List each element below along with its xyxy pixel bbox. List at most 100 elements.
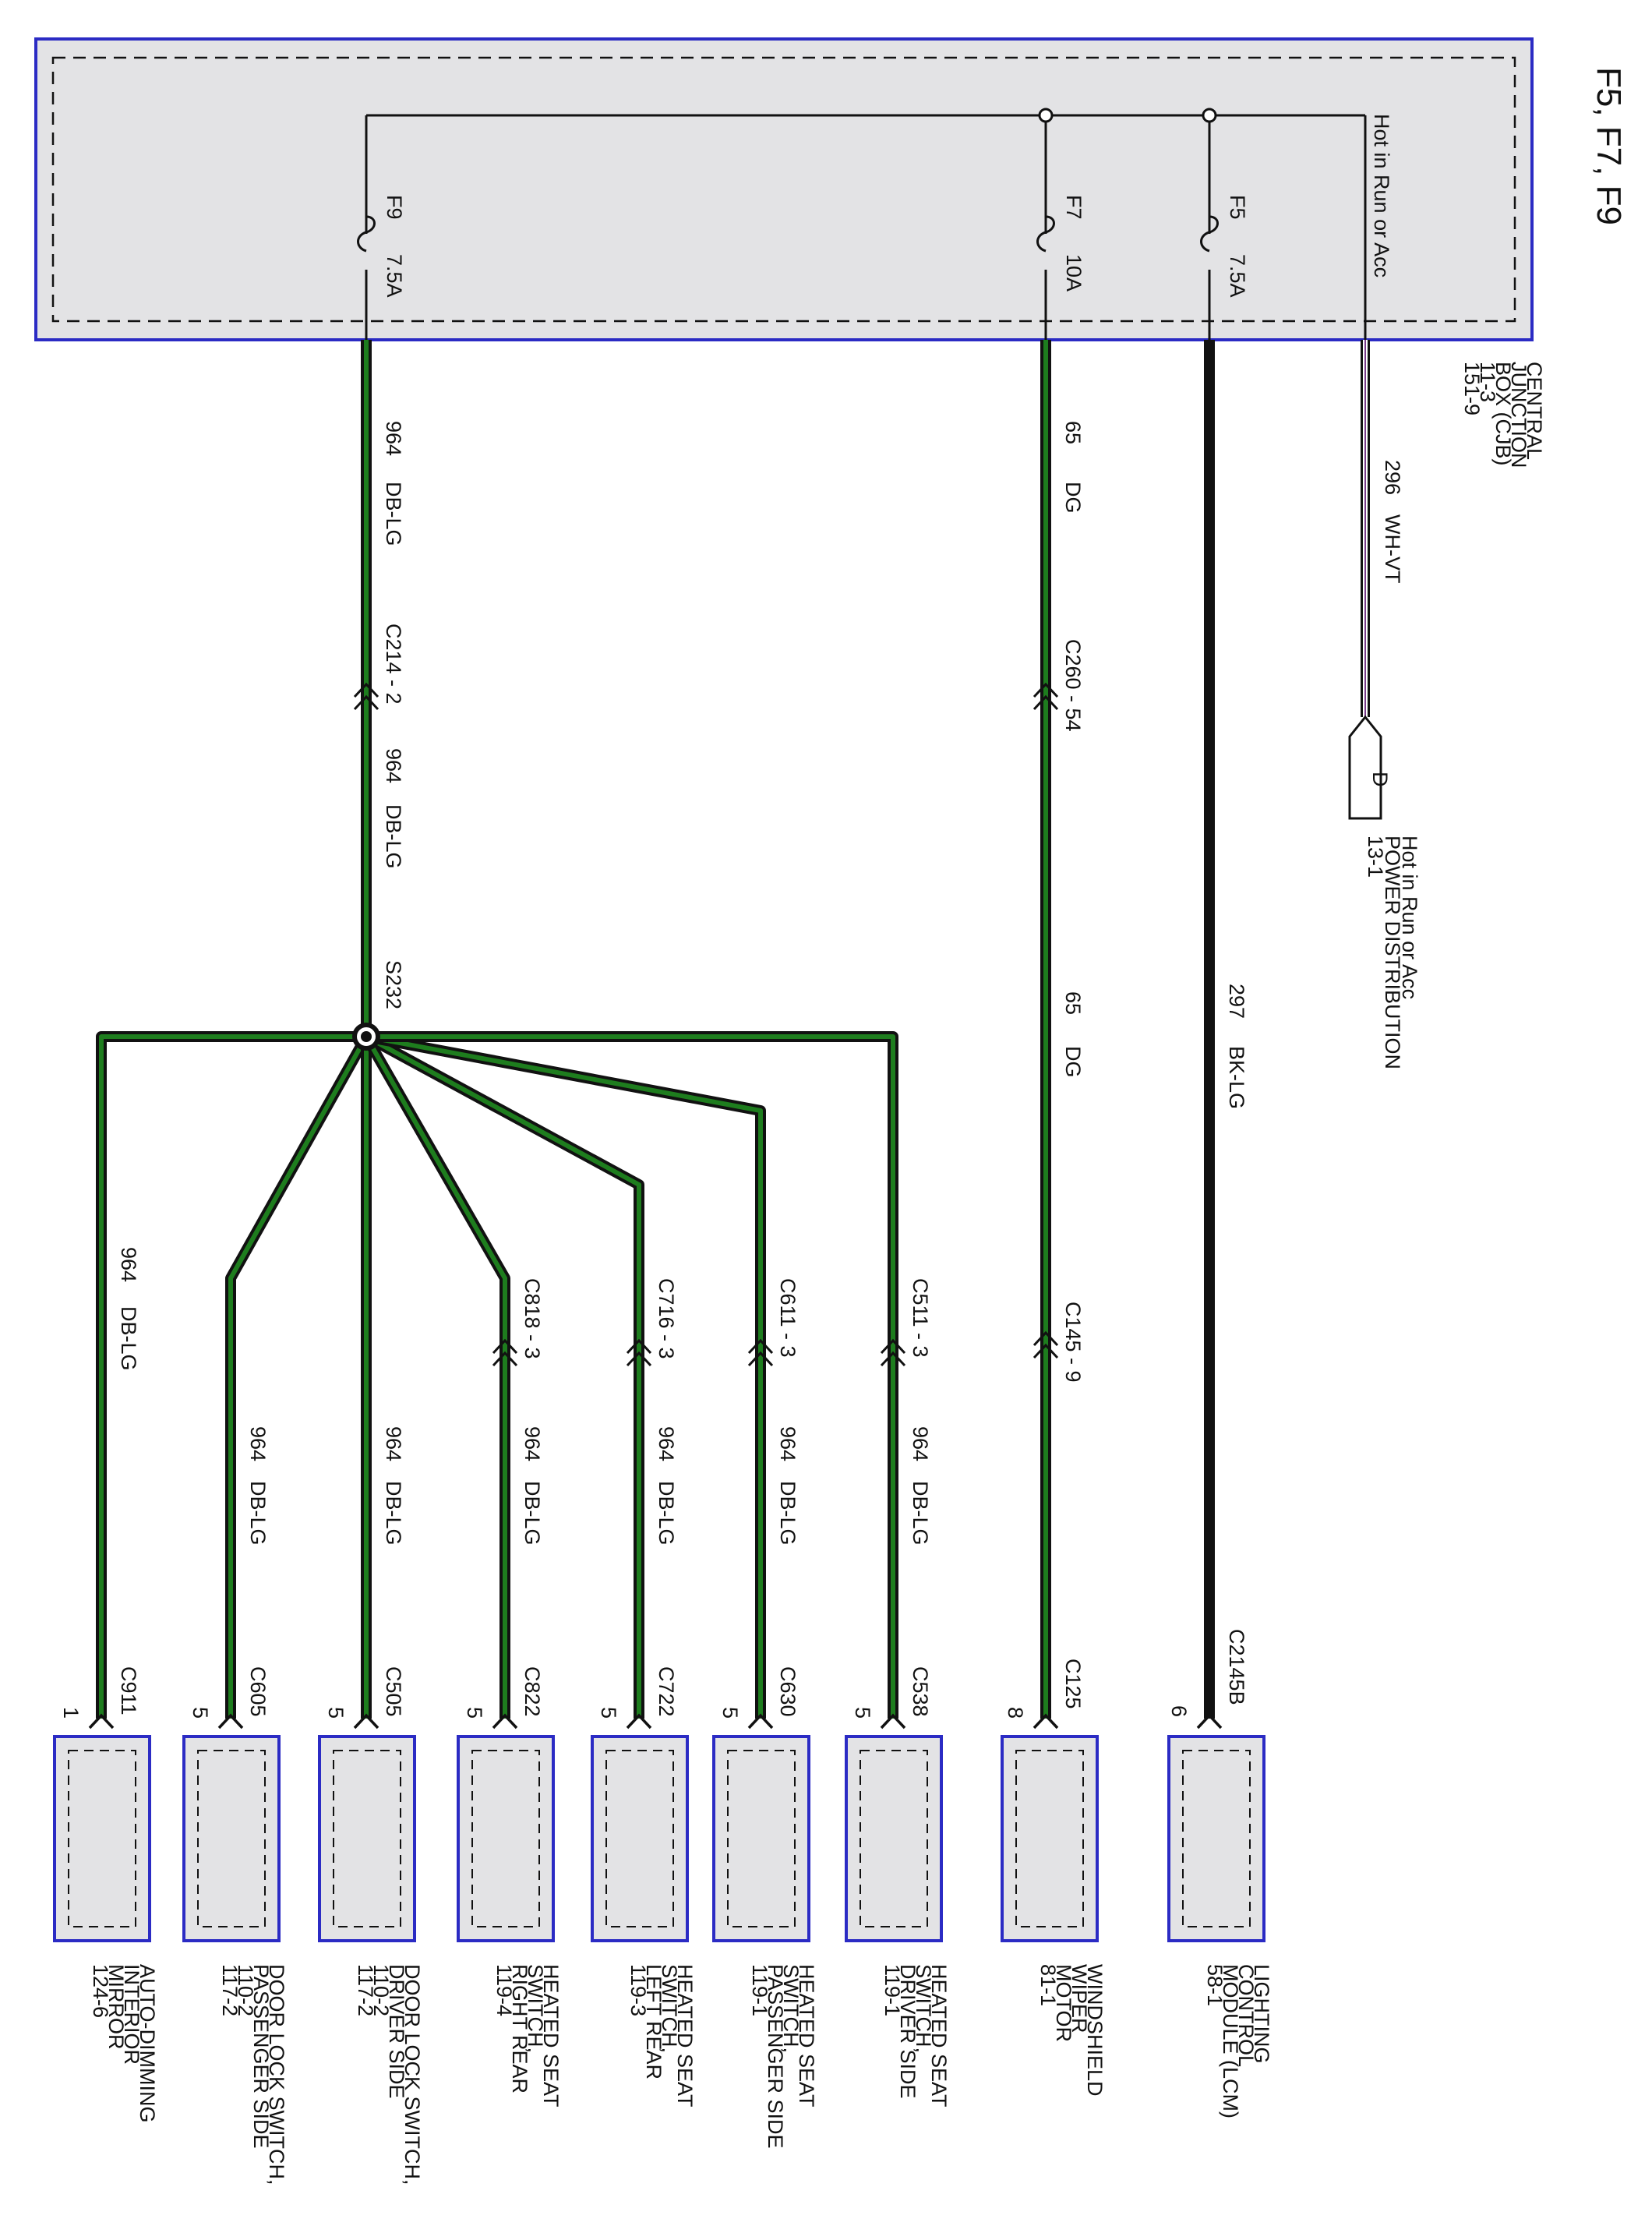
component-dlds-label-line-2: DRIVER SIDE — [385, 1964, 408, 2099]
component-hsds-dashed — [860, 1750, 928, 1927]
component-mirror-label-line-2: INTERIOR — [120, 1964, 143, 2065]
connector-dlps-label: C605 — [246, 1666, 270, 1717]
wire-964-hslr-color: DB-LG — [655, 1481, 678, 1546]
connector-c145-label: C145 - 9 — [1061, 1302, 1085, 1383]
wire-964-hslr-core — [365, 1034, 641, 1719]
component-dlds — [318, 1735, 416, 1942]
connector-hsds — [880, 1713, 906, 1730]
connector-mirror — [88, 1713, 115, 1730]
component-dlds-frame — [318, 1735, 416, 1942]
component-wiper-label-line-2: WIPER — [1068, 1964, 1091, 2033]
connector-dlps-pin: 5 — [189, 1707, 212, 1719]
wire-964-hsds-color: DB-LG — [909, 1481, 932, 1546]
connector-inline-hsds-chevron-2 — [880, 1351, 906, 1367]
bus-node-f7 — [1038, 108, 1054, 123]
connector-hsps — [747, 1713, 774, 1730]
connector-mirror-label: C911 — [117, 1666, 140, 1715]
component-hsrr-label-line-4: 119-4 — [492, 1964, 516, 2016]
diagram-title: F5, F7, F9 — [1590, 67, 1628, 225]
component-dlps-label-line-2: PASSENGER SIDE — [249, 1964, 273, 2149]
component-lcm — [1167, 1735, 1265, 1942]
connector-mirror-pin: 1 — [59, 1707, 83, 1719]
connector-hslr-label: C722 — [655, 1666, 678, 1717]
connector-inline-hsrr-chevron — [492, 1338, 518, 1355]
component-hsps-label-line-1: HEATED SEAT — [795, 1964, 818, 2108]
connector-c260-label: C260 - 54 — [1061, 639, 1085, 732]
fuse-f5-rating: 7.5A — [1226, 254, 1249, 298]
component-dlds-label-line-3: 110-2 — [369, 1964, 393, 2016]
connector-c260 — [1032, 682, 1059, 711]
wire-964-hsds-outline — [366, 1031, 898, 1719]
cjb-box — [34, 37, 1534, 341]
component-lcm-label-line-4: 58-1 — [1203, 1964, 1227, 2006]
wire-65-color-2: DG — [1061, 1046, 1085, 1078]
connector-hsrr-pin: 5 — [463, 1707, 486, 1719]
connector-inline-hslr-label: C716 - 3 — [655, 1278, 678, 1359]
connector-hsrr-label: C822 — [521, 1666, 544, 1717]
connector-hslr-chevron — [626, 1713, 652, 1730]
connector-inline-hsrr-label: C818 - 3 — [521, 1278, 544, 1359]
wire-964-color-2: DB-LG — [382, 804, 405, 869]
component-lcm-label-line-1: LIGHTING — [1250, 1964, 1273, 2064]
connector-c2145b — [1196, 1713, 1223, 1730]
connector-c125 — [1032, 1713, 1059, 1730]
cjb-dashed-outline — [51, 56, 1516, 323]
component-wiper-label-line-4: 81-1 — [1036, 1964, 1060, 2006]
wire-964-dlds-circuit: 964 — [382, 1426, 405, 1461]
connector-c2145b-chevron — [1196, 1713, 1223, 1730]
cjb-name-line-3: BOX (CJB) — [1491, 362, 1515, 466]
component-lcm-label-line-3: MODULE (LCM) — [1219, 1964, 1242, 2118]
connector-c260-chevron-2 — [1032, 694, 1059, 711]
component-dlds-label-line-4: 117-2 — [354, 1964, 377, 2016]
wire-964-circuit-2: 964 — [382, 748, 405, 783]
cjb-name-line-5: 151-9 — [1460, 362, 1484, 415]
wire-964-dlps-core — [228, 1035, 369, 1719]
wire-964-color-1: DB-LG — [382, 482, 405, 546]
wire-964-hslr — [363, 1031, 644, 1719]
connector-c214 — [353, 682, 379, 711]
wire-964-circuit-1: 964 — [382, 421, 405, 456]
power-dist-flag — [1348, 715, 1382, 820]
wire-964-hsrr-circuit: 964 — [521, 1426, 544, 1461]
component-mirror-label-line-3: MIRROR — [104, 1964, 128, 2050]
component-hslr-label-line-1: HEATED SEAT — [673, 1964, 697, 2108]
component-wiper-motor — [1001, 1735, 1099, 1942]
connector-c145 — [1032, 1330, 1059, 1359]
connector-c2145b-label: C2145B — [1225, 1629, 1248, 1705]
wire-65-circuit-2: 65 — [1061, 991, 1085, 1015]
component-hsds — [845, 1735, 943, 1942]
component-mirror — [53, 1735, 151, 1942]
connector-mirror-chevron — [88, 1713, 115, 1730]
component-hslr-label-line-2: SWITCH, — [658, 1964, 681, 2053]
cjb-hot-label: Hot in Run or Acc — [1370, 114, 1393, 277]
wire-964-mirror-circuit: 964 — [117, 1247, 140, 1282]
connector-c125-label: C125 — [1061, 1659, 1085, 1709]
component-lcm-frame — [1167, 1735, 1265, 1942]
wire-964-dlds-color: DB-LG — [382, 1481, 405, 1546]
component-mirror-label-line-4: 124-6 — [89, 1964, 112, 2018]
component-lcm-dashed — [1182, 1750, 1251, 1927]
connector-inline-hsps — [747, 1338, 774, 1367]
connector-inline-hslr-chevron-2 — [626, 1351, 652, 1367]
wire-296-color: WH-VT — [1381, 514, 1404, 583]
diagram-structure — [34, 37, 1534, 1942]
splice-s232-label: S232 — [382, 960, 405, 1009]
component-dlds-dashed — [333, 1750, 401, 1927]
wire-964-hsrr — [361, 1033, 510, 1719]
fuse-f9-id: F9 — [383, 195, 406, 220]
wire-964-hsds-core — [366, 1034, 895, 1719]
component-mirror-label-line-1: AUTO-DIMMING — [136, 1964, 159, 2123]
connector-hsps-chevron — [747, 1713, 774, 1730]
fuse-f5-symbol — [1200, 215, 1219, 253]
connector-hsps-label: C630 — [776, 1666, 800, 1717]
component-hslr-dashed — [605, 1750, 674, 1927]
wire-964-hsps-core — [365, 1034, 763, 1719]
connector-hsrr-chevron — [492, 1713, 518, 1730]
component-hsrr-label-line-2: SWITCH, — [524, 1964, 547, 2053]
connector-inline-hsps-chevron-2 — [747, 1351, 774, 1367]
fuse-f7-symbol — [1036, 215, 1055, 253]
component-hsds-label-line-4: 119-1 — [881, 1964, 904, 2016]
power-dist-label-line-2: POWER DISTRIBUTION — [1381, 836, 1404, 1069]
